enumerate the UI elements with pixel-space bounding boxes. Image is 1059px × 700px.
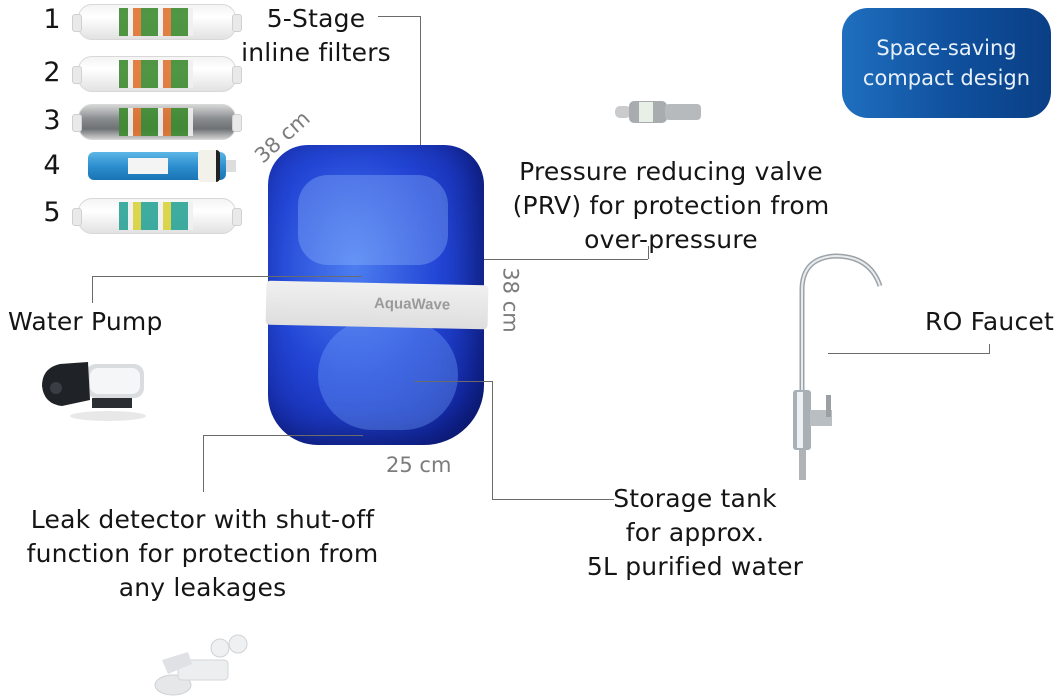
filter-number-4: 4 xyxy=(43,150,61,181)
filter-cartridge-2 xyxy=(72,56,242,92)
prv-valve-image xyxy=(615,101,701,123)
pump-leader-h xyxy=(92,276,362,277)
height-dimension: 38 cm xyxy=(498,267,523,333)
filter-number-3: 3 xyxy=(43,105,61,136)
faucet-leader-h xyxy=(828,353,990,354)
leak-detector-label: Leak detector with shut-off function for… xyxy=(26,505,379,602)
ro-unit-band: AquaWave xyxy=(265,280,489,330)
prv-leader-v xyxy=(648,246,649,259)
brand-logo: AquaWave xyxy=(373,294,451,314)
ro-faucet-image xyxy=(793,253,883,480)
faucet-label: RO Faucet xyxy=(925,307,1054,336)
filters-leader-h xyxy=(378,16,420,17)
ro-membrane xyxy=(88,150,236,182)
filter-number-5: 5 xyxy=(43,197,61,228)
filter-number-1: 1 xyxy=(43,4,61,35)
compact-design-badge: Space-saving compact design xyxy=(842,8,1051,118)
tank-leader-h1 xyxy=(414,381,492,382)
water-pump-image xyxy=(42,362,146,421)
prv-label: Pressure reducing valve (PRV) for protec… xyxy=(512,157,830,254)
filter-number-2: 2 xyxy=(43,57,61,88)
filter-cartridge-5 xyxy=(72,198,242,234)
filters-title: 5-Stage inline filters xyxy=(241,4,391,67)
faucet-leader-v xyxy=(989,344,990,354)
leak-detector-image xyxy=(154,634,248,696)
filter-cartridge-1 xyxy=(72,4,242,40)
storage-tank-label: Storage tank for approx. 5L purified wat… xyxy=(586,484,804,581)
leak-leader-h xyxy=(203,435,363,436)
pump-leader-v xyxy=(92,276,93,303)
width-dimension: 25 cm xyxy=(386,453,452,477)
leak-leader-v xyxy=(203,435,204,492)
tank-leader-h2 xyxy=(492,499,614,500)
filters-leader-v xyxy=(420,16,421,211)
filter-cartridge-3 xyxy=(72,104,242,140)
pump-label: Water Pump xyxy=(8,307,163,336)
tank-leader-v xyxy=(492,381,493,499)
prv-leader-h xyxy=(460,259,648,260)
